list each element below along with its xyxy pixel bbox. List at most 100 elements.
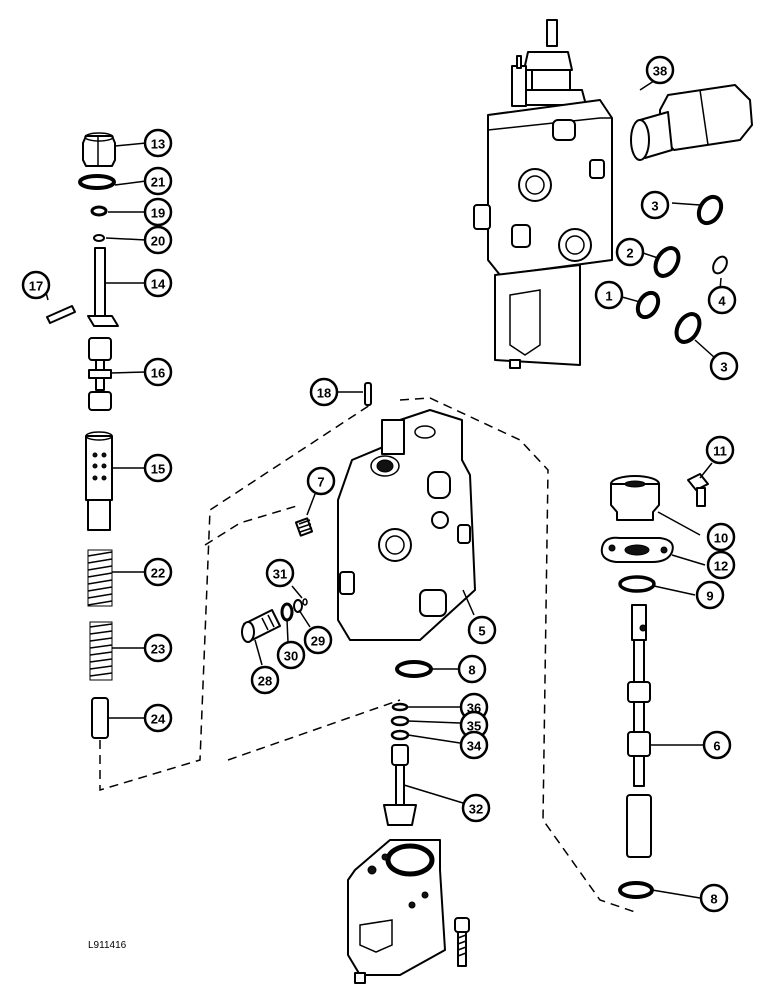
part-seal-9 xyxy=(618,575,656,593)
callout-label: 9 xyxy=(706,589,713,604)
callout-circle xyxy=(707,285,737,315)
callout-label: 2 xyxy=(626,246,633,261)
callout-circle xyxy=(306,466,336,496)
callout-circle xyxy=(309,377,339,407)
callout-c22: 22 xyxy=(143,557,173,587)
part-cap-nut xyxy=(82,132,116,167)
part-ring-20 xyxy=(93,234,105,242)
part-ring-35 xyxy=(390,715,410,727)
callout-c28: 28 xyxy=(250,665,280,695)
callout-circle xyxy=(143,225,173,255)
callout-label: 18 xyxy=(317,386,331,401)
part-stem xyxy=(87,247,119,327)
callout-label: 35 xyxy=(467,719,481,734)
callout-label: 30 xyxy=(284,649,298,664)
part-relief-valve-38 xyxy=(630,84,753,161)
callout-c31: 31 xyxy=(265,558,295,588)
part-spacer-24 xyxy=(91,697,109,739)
callout-label: 3 xyxy=(651,199,658,214)
part-o-ring-1 xyxy=(635,290,661,320)
part-cap-screw xyxy=(454,917,470,967)
part-o-ring-8-upper xyxy=(395,660,433,678)
callout-label: 16 xyxy=(151,366,165,381)
callout-c23: 23 xyxy=(143,633,173,663)
part-spring-23 xyxy=(89,621,113,681)
callout-c38: 38 xyxy=(645,55,675,85)
callout-circle xyxy=(640,190,670,220)
callout-c14: 14 xyxy=(143,268,173,298)
callout-label: 8 xyxy=(710,892,717,907)
part-spring-22 xyxy=(87,549,113,607)
callout-c3b: 3 xyxy=(709,351,739,381)
callout-c34: 34 xyxy=(459,730,489,760)
assembly-lines xyxy=(99,397,636,913)
callout-c10: 10 xyxy=(706,522,736,552)
part-ring-36 xyxy=(391,702,409,712)
callout-circle xyxy=(459,730,489,760)
callout-label: 14 xyxy=(151,277,166,292)
callout-circle xyxy=(461,793,491,823)
callout-circle xyxy=(21,270,51,300)
callout-circle xyxy=(706,522,736,552)
callout-circle xyxy=(265,558,295,588)
callout-label: 28 xyxy=(258,674,272,689)
part-ring-29 xyxy=(293,599,303,613)
callout-circle xyxy=(645,55,675,85)
callout-circle xyxy=(143,197,173,227)
callout-c17: 17 xyxy=(21,270,51,300)
callout-label: 3 xyxy=(720,360,727,375)
callout-label: 12 xyxy=(714,559,728,574)
callout-c32: 32 xyxy=(461,793,491,823)
callout-c16: 16 xyxy=(143,357,173,387)
callout-label: 13 xyxy=(151,137,165,152)
callout-c19: 19 xyxy=(143,197,173,227)
callout-label: 29 xyxy=(311,634,325,649)
part-spool-16 xyxy=(88,337,112,411)
part-end-cap xyxy=(347,839,446,984)
callout-label: 31 xyxy=(273,567,287,582)
callout-circle xyxy=(695,580,725,610)
callout-label: 6 xyxy=(713,739,720,754)
callout-circle xyxy=(594,280,624,310)
callout-circle xyxy=(143,268,173,298)
callout-label: 22 xyxy=(151,566,165,581)
callout-c24: 24 xyxy=(143,703,173,733)
part-pin-17 xyxy=(46,305,76,324)
callout-label: 21 xyxy=(151,175,165,190)
callout-c8a: 8 xyxy=(457,654,487,684)
callout-label: 11 xyxy=(713,444,727,459)
callout-label: 1 xyxy=(605,289,612,304)
callout-label: 7 xyxy=(317,475,324,490)
callout-c3a: 3 xyxy=(640,190,670,220)
part-o-ring-3-upper xyxy=(696,194,724,226)
callout-c9: 9 xyxy=(695,580,725,610)
part-pin-18 xyxy=(364,382,372,406)
callout-circle xyxy=(143,128,173,158)
callout-label: 17 xyxy=(29,279,43,294)
callout-circle xyxy=(705,435,735,465)
callout-c8b: 8 xyxy=(699,883,729,913)
callout-c30: 30 xyxy=(276,640,306,670)
part-sleeve-15 xyxy=(85,431,113,531)
callout-circle xyxy=(143,357,173,387)
callout-circle xyxy=(457,654,487,684)
callout-c20: 20 xyxy=(143,225,173,255)
part-spool-6 xyxy=(626,604,652,858)
part-ball-31 xyxy=(302,598,308,606)
part-o-ring-3-lower xyxy=(674,312,702,344)
callout-c21: 21 xyxy=(143,166,173,196)
callout-c15: 15 xyxy=(143,453,173,483)
part-washer-30 xyxy=(280,602,294,622)
callout-circle xyxy=(143,166,173,196)
part-retainer-plate-12 xyxy=(600,536,674,563)
callout-label: 38 xyxy=(653,64,667,79)
leader-lines xyxy=(43,76,722,899)
part-cap-10 xyxy=(610,475,660,521)
callout-circle xyxy=(143,453,173,483)
callout-label: 15 xyxy=(151,462,165,477)
callout-c4: 4 xyxy=(707,285,737,315)
part-washer-4 xyxy=(712,255,728,275)
callout-circle xyxy=(709,351,739,381)
